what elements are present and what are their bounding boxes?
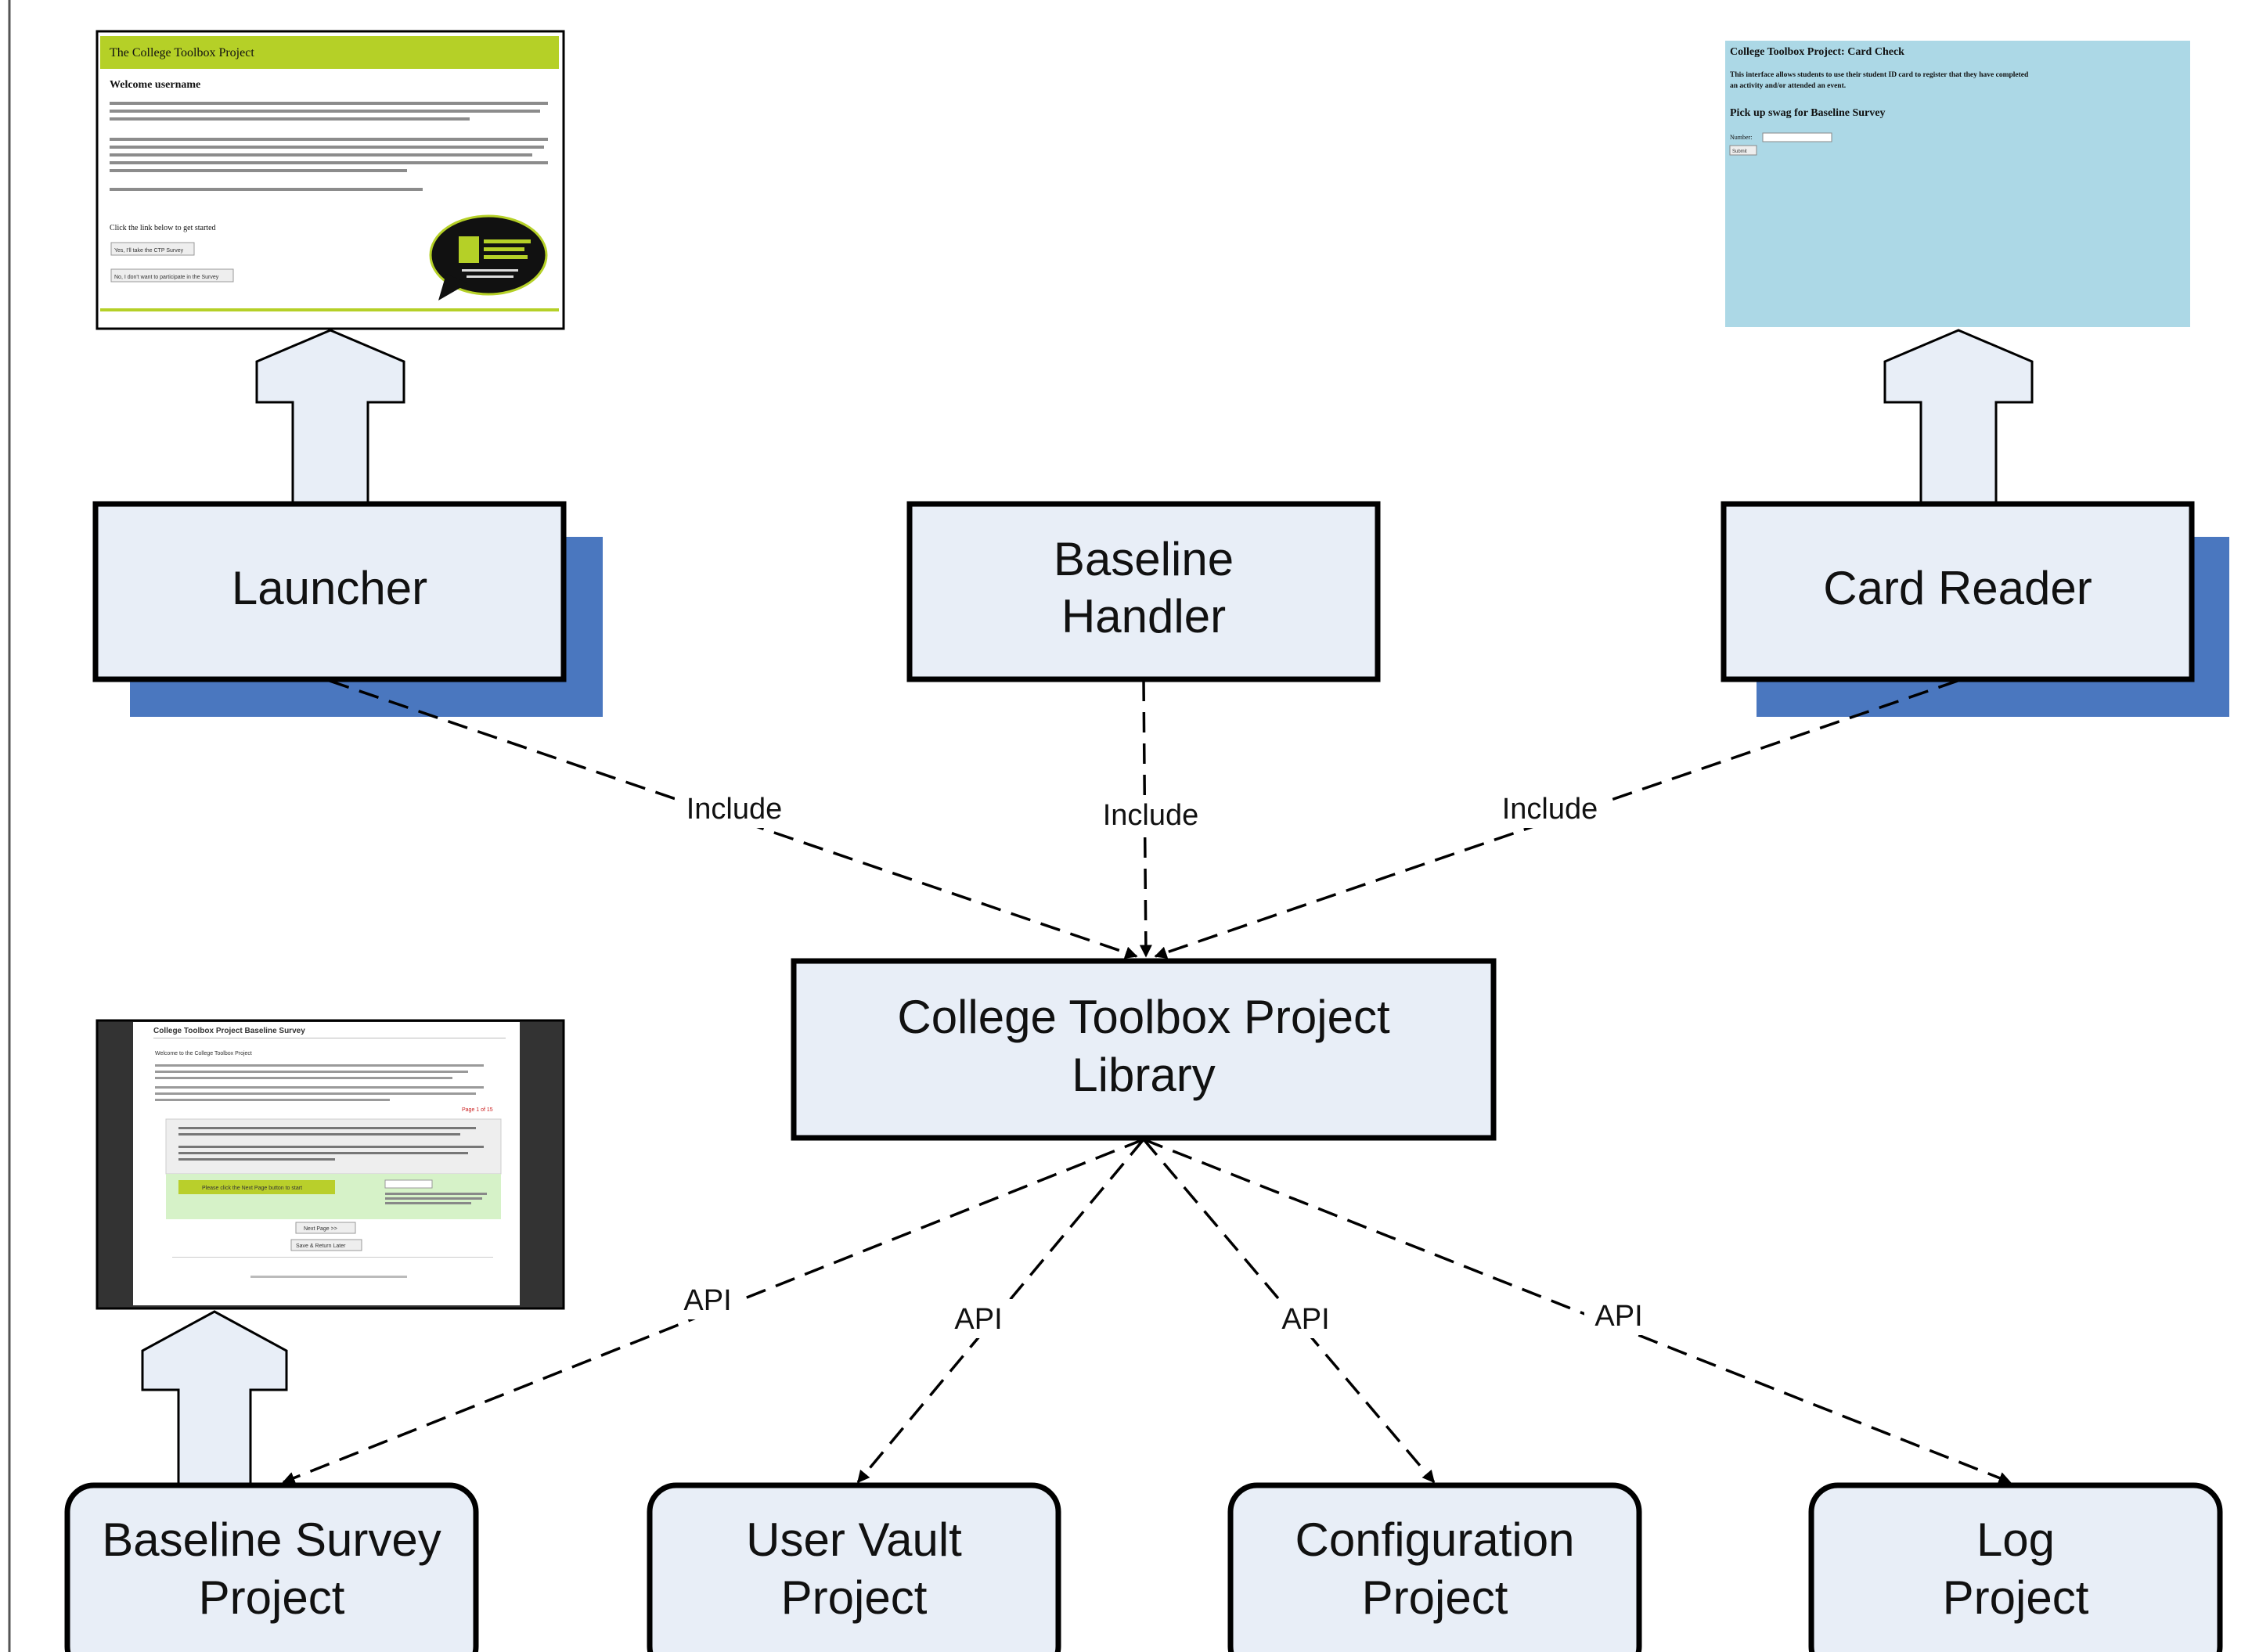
include-label-launcher: Include: [686, 793, 783, 826]
card-reader-screen-number-input[interactable]: [1762, 132, 1832, 142]
configuration-label-line2: Project: [1362, 1571, 1508, 1624]
configuration-project-node: Configuration Project: [1227, 1482, 1642, 1652]
launcher-label: Launcher: [232, 562, 427, 614]
api-label-vault: API: [954, 1303, 1002, 1336]
card-reader-screen-background: [1725, 41, 2190, 327]
configuration-label-line1: Configuration: [1295, 1513, 1575, 1566]
include-label-handler: Include: [1103, 799, 1199, 832]
card-reader-screen-description-line2: an activity and/or attended an event.: [1730, 82, 1846, 90]
api-label-config: API: [1281, 1303, 1329, 1336]
edge-library-to-survey: [282, 1138, 1144, 1485]
launcher-screenshot: The College Toolbox Project Welcome user…: [95, 30, 565, 330]
launcher-screen-prompt: Click the link below to get started: [110, 224, 216, 232]
card-reader-screenshot: College Toolbox Project: Card Check This…: [1725, 41, 2190, 327]
launcher-screen-header: The College Toolbox Project: [110, 46, 254, 59]
survey-screen-start-button[interactable]: [178, 1180, 335, 1194]
launcher-screen-logo: [429, 214, 548, 301]
log-label-line1: Log: [1976, 1513, 2055, 1566]
card-reader-screen-submit[interactable]: Submit: [1732, 149, 1747, 154]
card-reader-node: Card Reader: [1721, 501, 2195, 682]
library-node: College Toolbox Project Library: [791, 958, 1497, 1141]
svg-text:This interface allows students: This interface allows students to use th…: [1730, 71, 2029, 79]
include-label-cardreader: Include: [1502, 793, 1598, 826]
card-reader-label: Card Reader: [1823, 562, 2092, 614]
baseline-handler-node: Baseline Handler: [906, 501, 1381, 682]
launcher-screen-header-bar: [100, 36, 559, 69]
user-vault-label-line1: User Vault: [746, 1513, 962, 1566]
launcher-up-arrow: [255, 329, 405, 506]
api-labels: API API API API: [675, 1280, 1655, 1338]
card-reader-screen-heading: Pick up swag for Baseline Survey: [1730, 107, 1885, 119]
launcher-screen-body-text: [110, 102, 548, 191]
launcher-screen-heading: Welcome username: [110, 79, 200, 91]
launcher-screen-button-yes[interactable]: Yes, I'll take the CTP Survey: [114, 248, 184, 254]
survey-up-arrow: [141, 1310, 288, 1485]
baseline-survey-project-node: Baseline Survey Project: [64, 1482, 479, 1652]
survey-screen-title: College Toolbox Project Baseline Survey: [153, 1027, 305, 1035]
api-label-log: API: [1594, 1300, 1642, 1333]
api-label-survey: API: [683, 1284, 731, 1317]
launcher-screen-button-no[interactable]: No, I don't want to participate in the S…: [114, 275, 219, 280]
log-label-line2: Project: [1943, 1571, 2089, 1624]
card-reader-screen-description: This interface allows students to use th…: [1730, 71, 2029, 90]
survey-screen-welcome: Welcome to the College Toolbox Project: [155, 1051, 252, 1056]
survey-screen-next-button[interactable]: Next Page >>: [304, 1226, 337, 1232]
library-label-line2: Library: [1072, 1049, 1215, 1101]
card-reader-screen-title: College Toolbox Project: Card Check: [1730, 46, 1904, 58]
user-vault-project-node: User Vault Project: [647, 1482, 1061, 1652]
baseline-survey-label-line2: Project: [199, 1571, 345, 1624]
baseline-handler-label-line1: Baseline: [1054, 533, 1234, 585]
card-reader-up-arrow: [1883, 329, 2034, 506]
include-labels: Include Include Include: [675, 789, 1609, 834]
log-project-node: Log Project: [1808, 1482, 2223, 1652]
survey-screen-save-button[interactable]: Save & Return Later: [296, 1243, 346, 1249]
baseline-handler-label-line2: Handler: [1061, 590, 1226, 642]
launcher-node: Launcher: [92, 501, 567, 682]
baseline-survey-screenshot: College Toolbox Project Baseline Survey …: [95, 1019, 565, 1310]
svg-text:Please click the Next Page but: Please click the Next Page button to sta…: [202, 1186, 302, 1191]
card-reader-screen-field-label: Number:: [1730, 134, 1752, 141]
survey-screen-body-text: [155, 1064, 484, 1101]
baseline-survey-label-line1: Baseline Survey: [102, 1513, 441, 1566]
survey-screen-page-indicator: Page 1 of 15: [462, 1107, 493, 1113]
library-label-line1: College Toolbox Project: [897, 991, 1390, 1043]
user-vault-label-line2: Project: [781, 1571, 928, 1624]
